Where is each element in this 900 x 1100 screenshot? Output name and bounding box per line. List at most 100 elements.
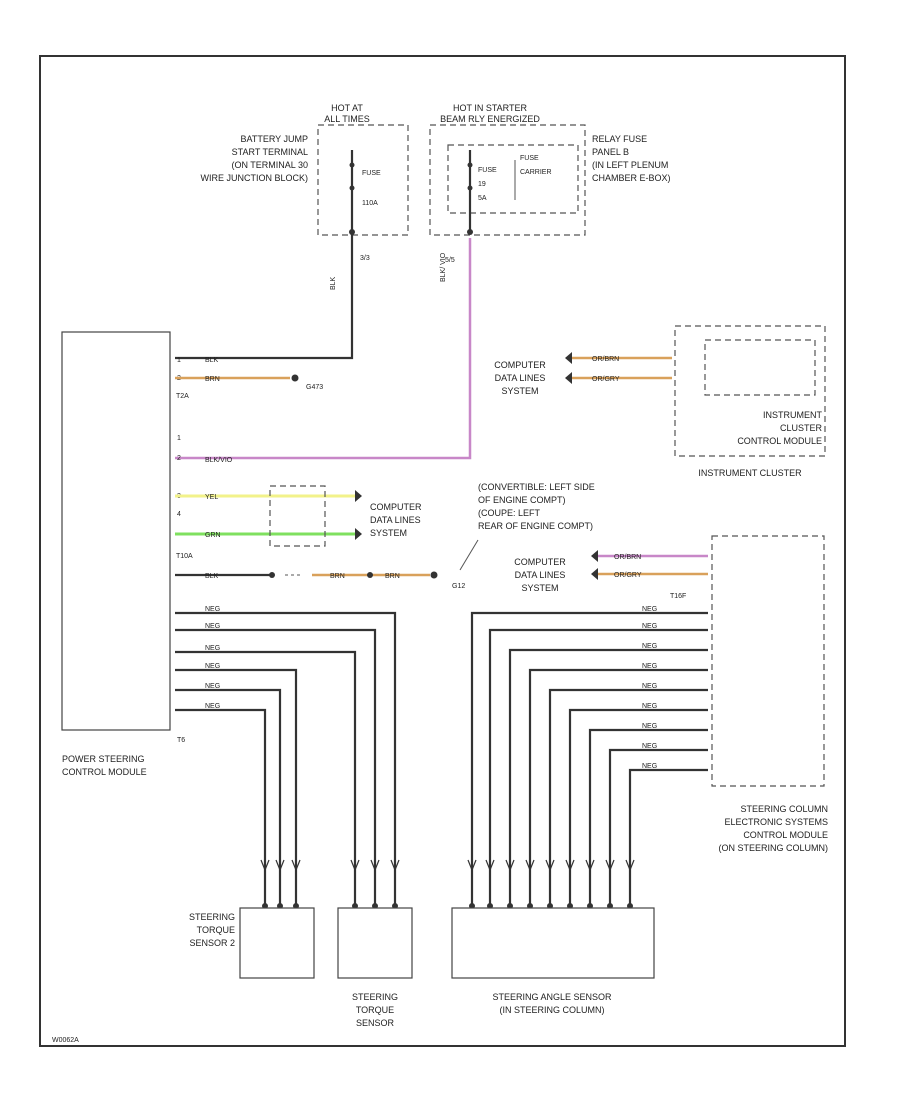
angle-wire-1-chevron [467, 859, 477, 872]
wire-blk-vio-vertical-label: BLK/ VIO [440, 252, 447, 282]
ground-g12-label: G12 [452, 583, 465, 590]
ground-note-1: (CONVERTIBLE: LEFT SIDE [478, 482, 595, 492]
data-lines-3-label-1: COMPUTER [514, 557, 566, 567]
wire-brn-ground-label-a: BRN [330, 573, 345, 580]
junction-3-label: 3/3 [360, 255, 370, 262]
wire-grn-label: GRN [205, 532, 221, 539]
relay-fuse-label-1: RELAY FUSE [592, 134, 647, 144]
torque-wire-6-chevron [260, 859, 270, 872]
arrow-cluster-1 [565, 352, 572, 364]
instrument-cluster-inner-box [704, 339, 816, 396]
instrument-cluster-box [674, 325, 826, 457]
ground-note-2: OF ENGINE COMPT) [478, 495, 566, 505]
angle-wire-8-chevron [605, 859, 615, 872]
torque-sensor-label-3: SENSOR [356, 1018, 395, 1028]
data-lines-3-label-2: DATA LINES [515, 570, 566, 580]
fuse-1-terminal-bottom [349, 185, 355, 191]
wire-blk-ground-label: BLK [205, 573, 219, 580]
wire-brn-label: BRN [205, 376, 220, 383]
hot-at-all-times-label-2: ALL TIMES [324, 114, 370, 124]
torque-wire-2-chevron [370, 859, 380, 872]
battery-jump-label-4: WIRE JUNCTION BLOCK) [200, 173, 308, 183]
data-lines-1-label-2: DATA LINES [370, 515, 421, 525]
fuse-2-rating: 5A [478, 195, 487, 202]
connector-t6-label: T6 [177, 737, 185, 744]
connector-t10a-label: T10A [176, 553, 193, 560]
data-lines-1-label-3: SYSTEM [370, 528, 407, 538]
wire-or-gry-column-label: OR/GRY [614, 572, 642, 579]
angle-wire-4-label: NEG [642, 663, 657, 670]
hot-in-starter-label-2: BEAM RLY ENERGIZED [440, 114, 540, 124]
steering-column-label-3: CONTROL MODULE [743, 830, 828, 840]
pin-2a-1: 1 [177, 357, 181, 364]
battery-jump-label-3: (ON TERMINAL 30 [231, 160, 308, 170]
angle-wire-2-chevron [485, 859, 495, 872]
wire-blk-power [175, 232, 354, 360]
angle-wire-3-chevron [505, 859, 515, 872]
angle-wire-3-label: NEG [642, 643, 657, 650]
angle-wire-5-chevron [545, 859, 555, 872]
steering-torque-sensor-box [337, 907, 413, 979]
relay-fuse-label-4: CHAMBER E-BOX) [592, 173, 671, 183]
wire-blk-vertical-label: BLK [330, 276, 337, 290]
instrument-cluster-caption: INSTRUMENT CLUSTER [698, 468, 802, 478]
fuse-box-relay-panel [429, 124, 586, 236]
fuse-2-terminal-top [467, 162, 473, 168]
fuse-2-output-terminal [467, 229, 473, 235]
ground-splice-1 [269, 572, 275, 578]
angle-sensor-label-2: (IN STEERING COLUMN) [499, 1005, 604, 1015]
steering-column-label-2: ELECTRONIC SYSTEMS [724, 817, 828, 827]
angle-wire-4 [528, 668, 708, 904]
wire-or-brn-column-label: OR/BRN [614, 554, 641, 561]
ground-terminal-1 [291, 374, 299, 382]
relay-fuse-label-2: PANEL B [592, 147, 629, 157]
torque-wire-1 [175, 611, 397, 904]
torque-sensor-label-2: TORQUE [356, 1005, 394, 1015]
hot-in-starter-label-1: HOT IN STARTER [453, 103, 528, 113]
data-lines-3-label-3: SYSTEM [521, 583, 558, 593]
steering-column-label-1: STEERING COLUMN [740, 804, 828, 814]
arrow-grn [355, 528, 362, 540]
arrow-column-2 [591, 568, 598, 580]
fuse-1-terminal-top [349, 162, 355, 168]
hot-at-all-times-label-1: HOT AT [331, 103, 363, 113]
pin-10a-2: 2 [177, 455, 181, 462]
wire-or-brn-cluster-label: OR/BRN [592, 356, 619, 363]
pin-10a-1: 1 [177, 435, 181, 442]
twisted-pair-shield [269, 485, 326, 547]
torque-wire-3-label: NEG [205, 645, 220, 652]
arrow-yel [355, 490, 362, 502]
torque-wire-2-label: NEG [205, 623, 220, 630]
connector-t2a-label: T2A [176, 393, 189, 400]
relay-fuse-label-3: (IN LEFT PLENUM [592, 160, 668, 170]
angle-sensor-label-1: STEERING ANGLE SENSOR [492, 992, 612, 1002]
angle-wire-5-label: NEG [642, 683, 657, 690]
wire-blk-vio-ignition [175, 238, 472, 460]
ground-note-4: REAR OF ENGINE COMPT) [478, 521, 593, 531]
fuse-2-label: FUSE [478, 167, 497, 174]
torque-wire-3 [175, 650, 357, 904]
angle-wire-6 [568, 708, 708, 904]
wire-blk-label: BLK [205, 357, 219, 364]
junction-5-label: 5/5 [445, 257, 455, 264]
ground-note-3: (COUPE: LEFT [478, 508, 541, 518]
torque-wire-4-label: NEG [205, 663, 220, 670]
torque-sensor-2-label-3: SENSOR 2 [189, 938, 235, 948]
angle-wire-1 [470, 611, 708, 904]
wire-or-gry-cluster-label: OR/GRY [592, 376, 620, 383]
torque-wire-6 [175, 708, 267, 904]
angle-wire-9-chevron [625, 859, 635, 872]
instrument-module-label-3: CONTROL MODULE [737, 436, 822, 446]
steering-torque-sensor-2-box [239, 907, 315, 979]
data-lines-2-label-3: SYSTEM [501, 386, 538, 396]
pin-10a-4: 4 [177, 511, 181, 518]
arrow-column-1 [591, 550, 598, 562]
torque-wire-4 [175, 668, 298, 904]
fuse-2-terminal-bottom [467, 185, 473, 191]
data-lines-2-label-2: DATA LINES [495, 373, 546, 383]
fuse-2-number: 19 [478, 181, 486, 188]
angle-wire-6-chevron [565, 859, 575, 872]
power-steering-module-box [61, 331, 171, 731]
steering-angle-sensor-box [451, 907, 655, 979]
